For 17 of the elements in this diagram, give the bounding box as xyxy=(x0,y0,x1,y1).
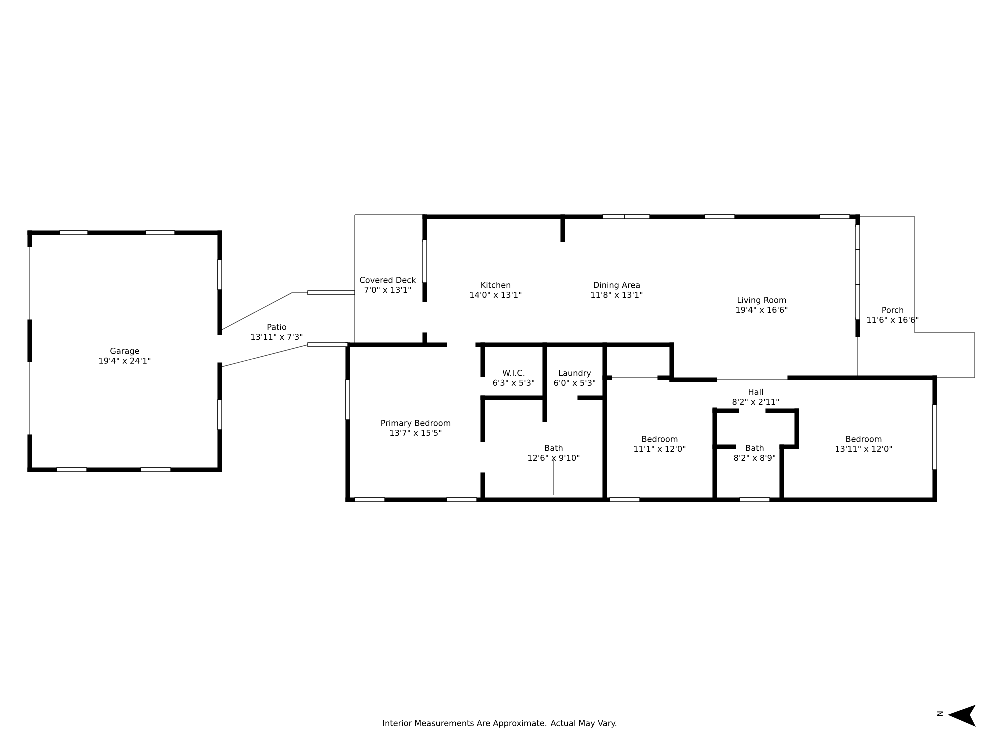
room-label: Bedroom 11'1" x 12'0" xyxy=(634,436,686,452)
room-label: Kitchen 14'0" x 13'1" xyxy=(470,282,522,298)
room-label: Bath 8'2" x 8'9" xyxy=(734,444,776,462)
room-label: Garage 19'4" x 24'1" xyxy=(100,348,151,364)
room-label: Bedroom 13'11" x 12'0" xyxy=(836,436,892,452)
room-label: Patio 13'11" x 7'3" xyxy=(252,324,303,340)
room-label: W.I.C. 6'3" x 5'3" xyxy=(493,370,534,386)
room-label: Living Room 19'4" x 16'6" xyxy=(736,296,788,314)
room-label: Dining Area 11'8" x 13'1" xyxy=(592,282,643,298)
room-label: Hall 8'2" x 2'11" xyxy=(732,388,779,406)
room-label: Primary Bedroom 13'7" x 15'5" xyxy=(382,420,451,436)
room-label: Covered Deck 7'0" x 13'1" xyxy=(360,276,416,294)
room-label: Laundry 6'0" x 5'3" xyxy=(554,370,596,386)
room-label: Bath 12'6" x 9'10" xyxy=(528,444,580,462)
disclaimer-text: Interior Measurements Are Approximate. Actual May Vary. xyxy=(383,720,617,728)
room-label: Porch 11'6" x 16'6" xyxy=(868,306,919,324)
compass-label: N xyxy=(937,712,943,716)
